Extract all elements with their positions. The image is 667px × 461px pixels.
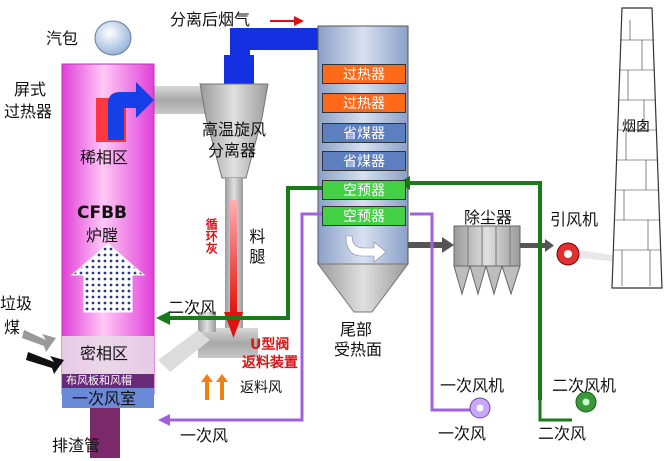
dust-collector-hoppers	[453, 265, 521, 296]
recirc-ash-label: 循环灰	[204, 218, 218, 257]
slag-pipe-label: 排渣管	[52, 436, 101, 455]
cfbb-label: CFBB	[77, 203, 128, 223]
secondary-air-right-label: 二次风	[538, 424, 587, 443]
primary-air-chamber-label: 一次风室	[72, 389, 137, 408]
drum-label: 汽包	[46, 29, 79, 48]
tail-section-body	[317, 25, 409, 265]
flue-gas-duct	[230, 28, 320, 75]
air-preheater-box-2: 空预器	[322, 206, 406, 226]
economizer-box-1: 省煤器	[322, 123, 406, 143]
dense-zone-label: 密相区	[80, 344, 129, 363]
coal-label: 煤	[4, 318, 21, 337]
dust-collector-label: 除尘器	[464, 208, 513, 227]
garbage-arrow	[22, 330, 56, 352]
primary-fan-label: 一次风机	[440, 376, 505, 395]
primary-air-bottom-label: 一次风	[180, 426, 229, 445]
return-leg-label: 料腿	[246, 228, 266, 272]
drum-shape	[94, 20, 132, 56]
air-preheater-box-1: 空预器	[322, 180, 406, 200]
primary-air-chamber-box	[62, 388, 154, 408]
dilute-zone-label: 稀相区	[80, 148, 129, 167]
tail-label-1: 尾部	[340, 320, 373, 339]
flue-gas-label: 分离后烟气	[170, 10, 251, 29]
secondary-air-line-upper	[410, 181, 542, 400]
primary-air-arrowhead	[158, 414, 170, 426]
primary-air-right-label: 一次风	[438, 424, 487, 443]
distributor-plate	[62, 374, 154, 388]
furnace-gas-arrow	[108, 82, 154, 140]
flue-arrowhead	[442, 237, 454, 253]
coal-arrow	[26, 352, 64, 374]
flue-gas-red-arrow	[270, 16, 304, 26]
return-leg-text: 料腿	[246, 228, 266, 268]
platen-sh-label-2: 过热器	[4, 102, 53, 121]
id-fan-label: 引风机	[550, 210, 599, 229]
furnace-outlet-duct	[152, 86, 208, 114]
primary-air-line-upper	[410, 212, 470, 412]
u-valve-label-1: U型阀	[250, 337, 290, 353]
dense-zone-band	[62, 336, 154, 376]
recirc-ash-arrow	[230, 200, 237, 315]
chimney-shape	[611, 7, 663, 289]
u-valve-label-2: 返料装置	[242, 355, 298, 371]
return-air-label: 返料风	[240, 380, 282, 396]
flue-to-dust-collector	[408, 242, 448, 248]
flue-to-chimney	[580, 250, 618, 262]
secondary-fan-label: 二次风机	[552, 376, 617, 395]
secondary-air-left-label: 二次风	[168, 298, 217, 317]
furnace-label: 炉膛	[86, 226, 119, 245]
cyclone-label-1: 高温旋风	[202, 120, 267, 139]
secondary-air-arrowhead	[156, 311, 170, 325]
cyclone-label-2: 分离器	[208, 141, 257, 160]
furnace-upflow-arrow	[70, 243, 146, 313]
primary-air-line-to-chamber	[168, 212, 326, 422]
tail-flow-arrow	[345, 235, 387, 263]
tail-hopper	[317, 263, 409, 313]
garbage-label: 垃圾	[0, 294, 33, 313]
chimney-label: 烟囱	[622, 119, 650, 135]
return-pipe	[158, 330, 210, 372]
flue-gas-duct-elbow	[224, 55, 254, 85]
u-valve-body	[198, 328, 258, 358]
cyclone-body	[199, 83, 269, 179]
platen-sh-label-1: 屏式	[14, 80, 47, 99]
distributor-label: 布风板和风帽	[66, 374, 132, 387]
dust-collector-body	[453, 225, 521, 267]
slag-pipe	[90, 408, 120, 458]
secondary-air-line-to-furnace	[170, 186, 325, 320]
tail-label-2: 受热面	[334, 340, 383, 359]
superheater-box-2: 过热器	[322, 93, 406, 113]
flue-to-id-fan	[520, 243, 550, 248]
recirc-ash-text: 循环灰	[204, 218, 219, 254]
superheater-box-1: 过热器	[322, 64, 406, 84]
economizer-box-2: 省煤器	[322, 151, 406, 171]
